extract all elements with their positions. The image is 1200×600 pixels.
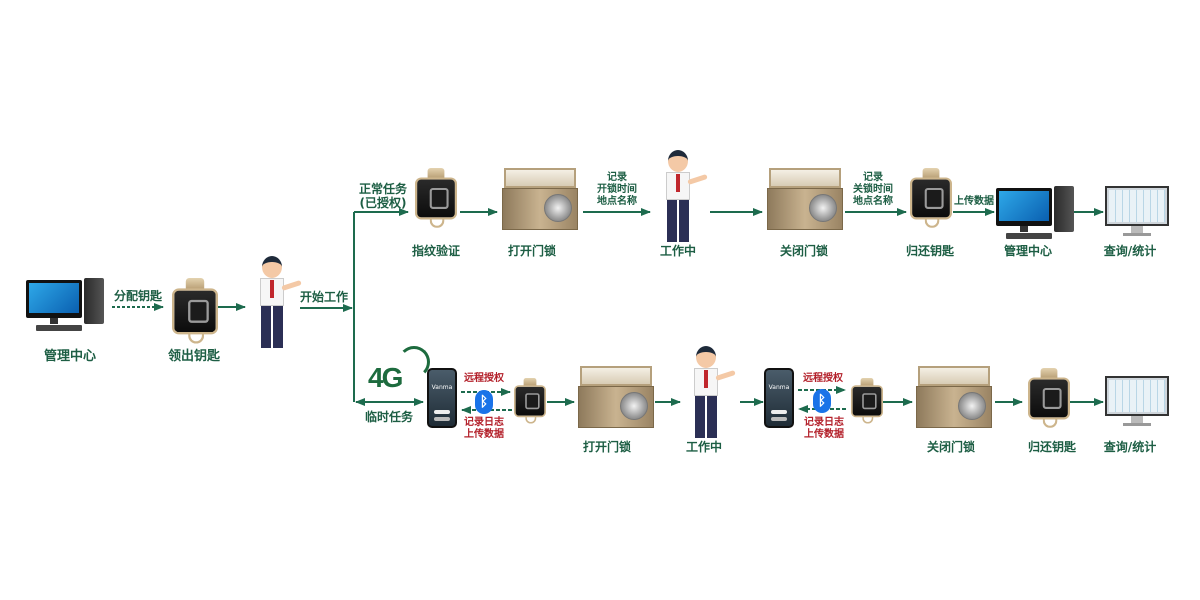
smartphone-app-icon: Vanma (427, 368, 457, 428)
management-center-computer-icon (996, 186, 1076, 242)
start-work-label: 开始工作 (299, 290, 349, 304)
worker-person-icon (252, 256, 302, 352)
close-record-line2: 关锁时间 (853, 184, 893, 195)
statistics-dashboard-icon (1105, 186, 1169, 238)
management-center-label: 管理中心 (43, 349, 97, 364)
temp-step-return-key-label: 归还钥匙 (1027, 440, 1077, 454)
close-record-line3: 地点名称 (853, 196, 893, 207)
cabinet-lock-icon (765, 168, 845, 232)
worker-person-icon (658, 150, 708, 246)
step-working-label: 工作中 (659, 244, 697, 258)
step-management-center-label: 管理中心 (1003, 244, 1053, 258)
normal-task-line2: (已授权) (359, 196, 407, 210)
collect-key-label: 领出钥匙 (167, 349, 221, 364)
open-record-line3: 地点名称 (597, 196, 637, 207)
open-record-note: 记录 开锁时间 地点名称 (597, 172, 637, 208)
cabinet-lock-icon (914, 366, 994, 430)
4g-text: 4G (368, 362, 403, 393)
log-upload-label: 记录日志 上传数据 (804, 417, 844, 441)
remote-auth-label: 远程授权 (803, 373, 843, 384)
worker-person-icon (686, 346, 736, 442)
temp-step-close-lock-label: 关闭门锁 (926, 440, 976, 454)
cabinet-lock-icon (576, 366, 656, 430)
smart-key-icon (514, 378, 546, 424)
log-upload-line2: 上传数据 (804, 429, 844, 440)
temp-step-open-lock-label: 打开门锁 (582, 440, 632, 454)
normal-task-line1: 正常任务 (358, 182, 408, 196)
management-center-computer-icon (26, 278, 106, 334)
temp-task-label: 临时任务 (364, 410, 414, 424)
smart-key-icon (851, 378, 883, 424)
smartphone-app-icon: Vanma (764, 368, 794, 428)
step-query-stats-label: 查询/统计 (1103, 244, 1157, 258)
open-record-line2: 开锁时间 (597, 184, 637, 195)
open-record-line1: 记录 (607, 172, 627, 183)
log-upload-line1: 记录日志 (464, 417, 504, 428)
step-open-lock-label: 打开门锁 (507, 244, 557, 258)
normal-task-label: 正常任务 (已授权) (359, 182, 407, 210)
fingerprint-key-icon (415, 168, 457, 228)
temp-step-working-label: 工作中 (685, 440, 723, 454)
statistics-dashboard-icon (1105, 376, 1169, 428)
log-upload-line1: 记录日志 (804, 417, 844, 428)
step-close-lock-label: 关闭门锁 (779, 244, 829, 258)
temp-step-query-stats-label: 查询/统计 (1103, 440, 1157, 454)
log-upload-label: 记录日志 上传数据 (464, 417, 504, 441)
return-key-icon (1028, 368, 1070, 428)
step-fingerprint-label: 指纹验证 (411, 244, 461, 258)
4g-network-icon: 4G (368, 346, 430, 394)
bluetooth-icon: ᛒ (475, 390, 493, 414)
phone-brand-text: Vanma (431, 384, 453, 391)
close-record-line1: 记录 (863, 172, 883, 183)
smart-key-icon (172, 278, 218, 344)
remote-auth-label: 远程授权 (464, 373, 504, 384)
assign-key-label: 分配钥匙 (113, 289, 163, 303)
phone-brand-text: Vanma (768, 384, 790, 391)
return-key-icon (910, 168, 952, 228)
bluetooth-icon: ᛒ (813, 389, 831, 413)
upload-data-note: 上传数据 (954, 196, 994, 207)
step-return-key-label: 归还钥匙 (905, 244, 955, 258)
cabinet-lock-icon (500, 168, 580, 232)
log-upload-line2: 上传数据 (464, 429, 504, 440)
close-record-note: 记录 关锁时间 地点名称 (853, 172, 893, 208)
